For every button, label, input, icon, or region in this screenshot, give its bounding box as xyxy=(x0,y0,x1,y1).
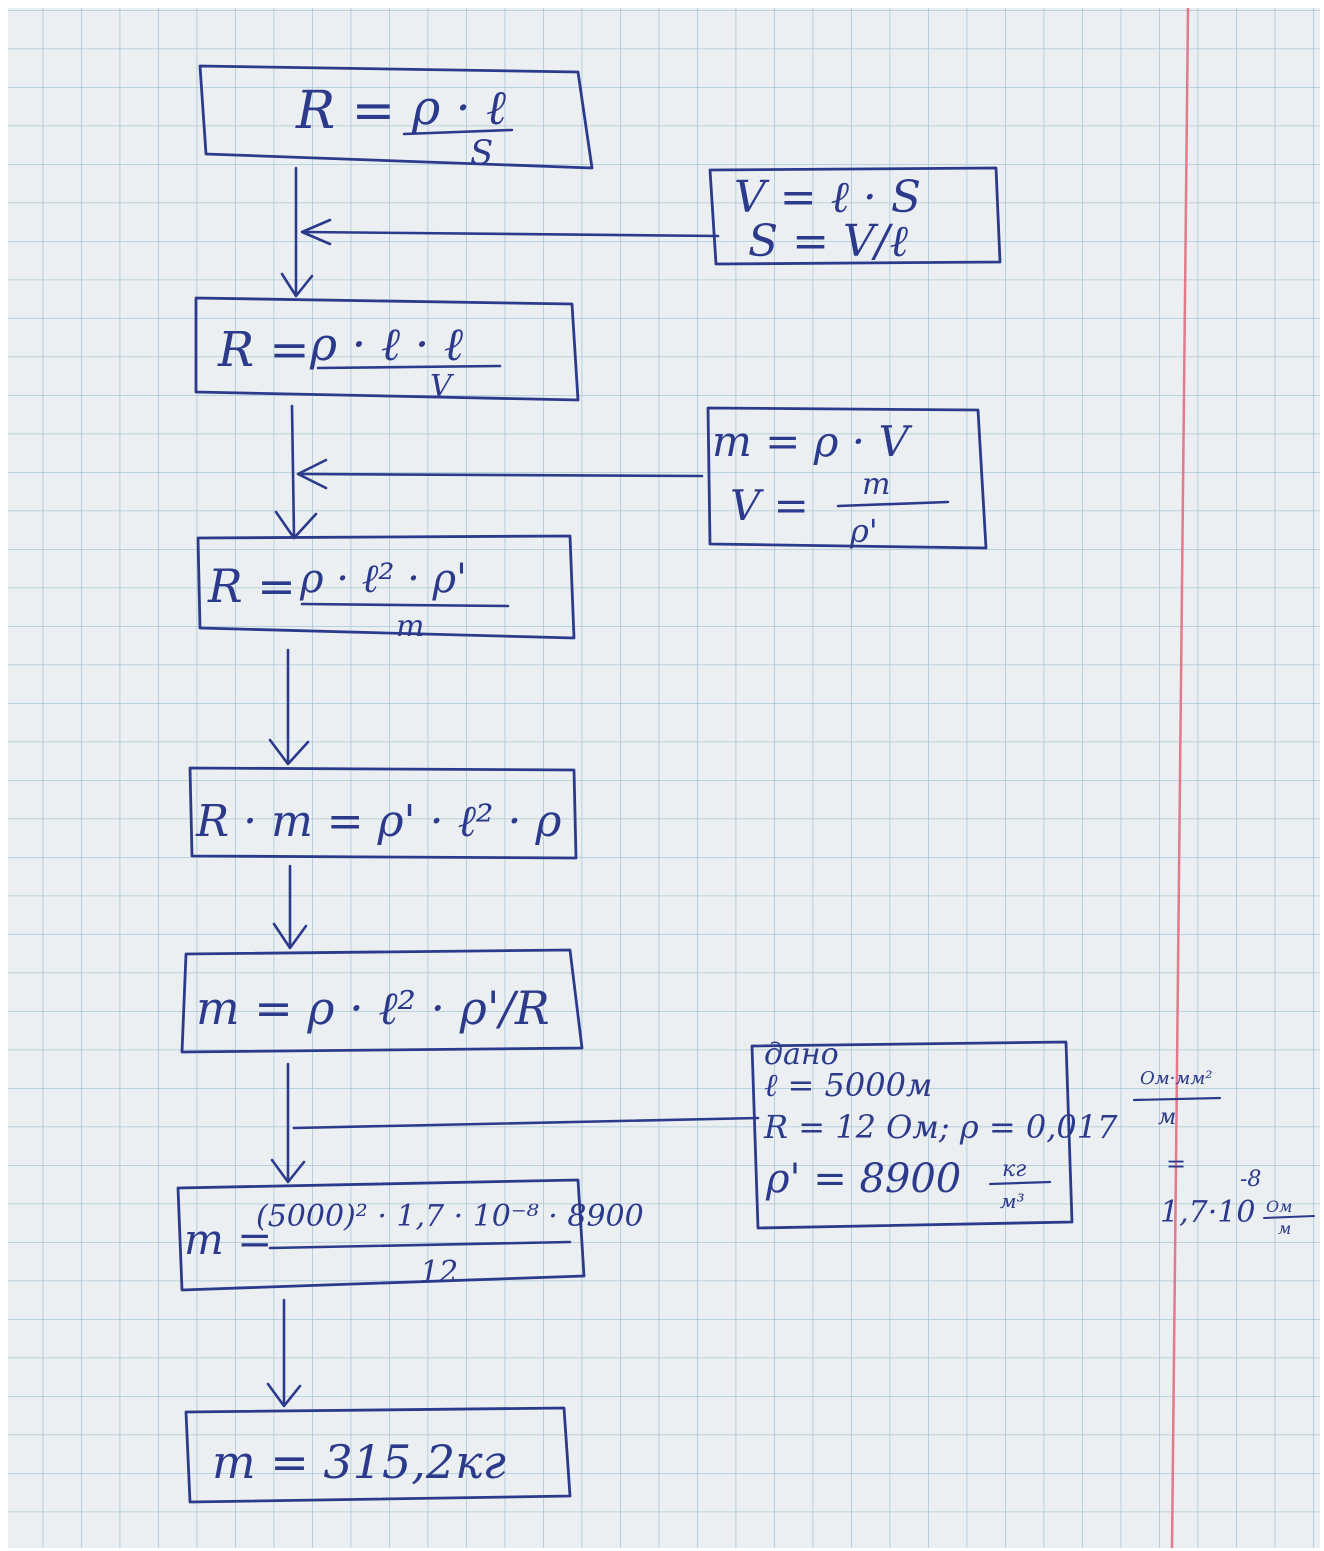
formula-2-numerator: ρ · ℓ · ℓ xyxy=(309,317,464,371)
conversion-unit-bar xyxy=(1263,1215,1315,1219)
conversion-equals: = xyxy=(1166,1150,1186,1178)
formula-6-numerator: (5000)² · 1,7 · 10⁻⁸ · 8900 xyxy=(256,1199,644,1234)
given-density: ρ' = 8900 xyxy=(765,1156,961,1202)
formula-4-text: R · m = ρ' · ℓ² · ρ xyxy=(195,796,561,847)
resistivity-unit-denominator: м xyxy=(1158,1105,1176,1130)
volume-aux-box: V = ℓ · S S = V/ℓ xyxy=(708,166,1002,267)
volume-aux-line-1: V = ℓ · S xyxy=(734,172,921,223)
formula-1-denominator: S xyxy=(470,133,493,173)
density-unit-denominator: м³ xyxy=(1000,1189,1025,1213)
result-text: m = 315,2кг xyxy=(212,1435,506,1489)
density-unit-numerator: кг xyxy=(1002,1157,1026,1182)
formula-1-fraction-bar xyxy=(402,128,514,136)
formula-3-denominator: m xyxy=(396,609,424,644)
formula-box-6: m = (5000)² · 1,7 · 10⁻⁸ · 8900 12 xyxy=(176,1178,644,1292)
margin-line xyxy=(1170,7,1190,1549)
given-box: дано ℓ = 5000м R = 12 Ом; ρ = 0,017 Ом·м… xyxy=(750,1037,1315,1238)
formula-3-fraction-bar xyxy=(300,602,510,608)
result-box: m = 315,2кг xyxy=(184,1406,572,1504)
formula-3-lhs: R = xyxy=(207,559,296,613)
conversion-unit-denominator: м xyxy=(1278,1219,1291,1238)
mass-aux-box: m = ρ · V V = m ρ' xyxy=(706,406,988,550)
mass-aux-line-2-lhs: V = xyxy=(730,481,809,530)
formula-6-denominator: 12 xyxy=(420,1255,458,1290)
formula-box-4: R · m = ρ' · ℓ² · ρ xyxy=(188,766,578,860)
formula-6-lhs: m = xyxy=(184,1215,272,1264)
conversion-value: 1,7·10 xyxy=(1160,1195,1255,1230)
formula-box-3: R = ρ · ℓ² · ρ' m xyxy=(196,534,576,644)
density-unit-bar xyxy=(988,1180,1052,1186)
resistivity-unit-bar xyxy=(1132,1096,1222,1102)
grid-lines xyxy=(8,8,1320,1548)
mass-aux-fraction-denominator: ρ' xyxy=(849,512,878,550)
mass-aux-fraction-numerator: m xyxy=(862,467,890,502)
formula-box-1: R = ρ · ℓ S xyxy=(198,64,594,173)
formula-1-numerator: ρ · ℓ xyxy=(411,80,506,136)
formula-box-2: R = ρ · ℓ · ℓ V xyxy=(194,296,580,404)
formula-5-text: m = ρ · ℓ² · ρ'/R xyxy=(196,981,550,1035)
conversion-exponent: -8 xyxy=(1240,1167,1261,1192)
formula-box-5: m = ρ · ℓ² · ρ'/R xyxy=(180,948,584,1054)
given-resistance-resistivity: R = 12 Ом; ρ = 0,017 xyxy=(763,1108,1118,1146)
mass-aux-fraction-bar xyxy=(836,500,950,508)
formula-2-fraction-bar xyxy=(316,364,502,370)
conversion-unit-numerator: Ом xyxy=(1266,1197,1292,1216)
formula-2-denominator: V xyxy=(430,369,455,404)
given-length: ℓ = 5000м xyxy=(764,1066,932,1104)
formula-3-numerator: ρ · ℓ² · ρ' xyxy=(299,556,467,602)
formula-1-lhs: R = xyxy=(295,81,395,141)
mass-aux-line-1: m = ρ · V xyxy=(712,417,912,466)
volume-aux-line-2: S = V/ℓ xyxy=(748,216,909,267)
formula-6-fraction-bar xyxy=(268,1240,572,1250)
given-title: дано xyxy=(764,1037,839,1072)
formula-2-lhs: R = xyxy=(217,322,310,378)
resistivity-unit-numerator: Ом·мм² xyxy=(1140,1068,1212,1089)
